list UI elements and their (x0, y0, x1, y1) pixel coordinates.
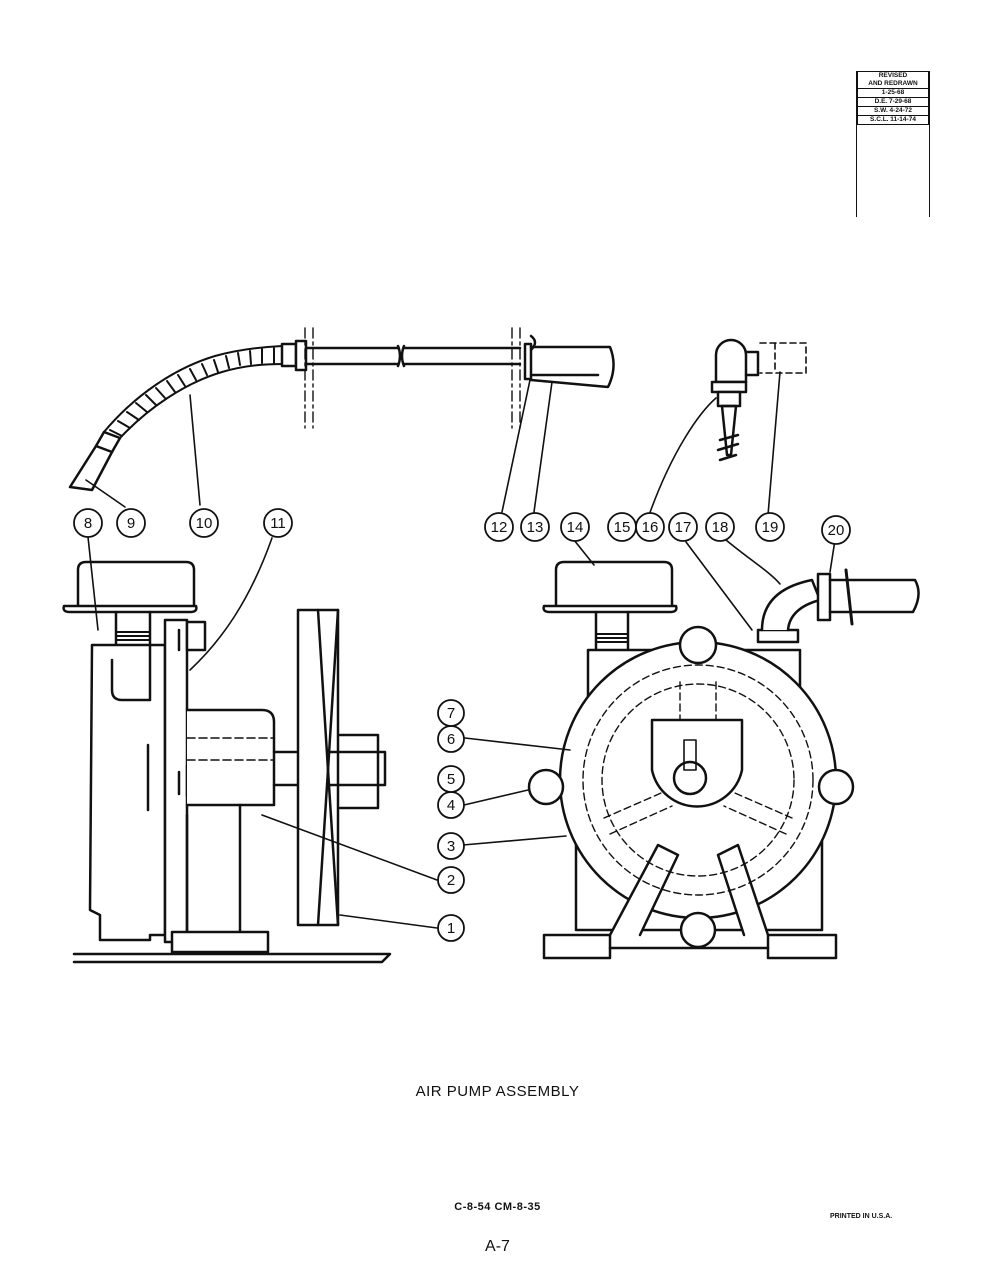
callout-3-label: 3 (447, 838, 455, 855)
callout-9: 9 (116, 508, 146, 538)
callout-19: 19 (755, 512, 785, 542)
printed-notice: PRINTED IN U.S.A. (830, 1213, 893, 1220)
callout-17: 17 (668, 512, 698, 542)
callout-10-label: 10 (196, 515, 213, 532)
callout-12: 12 (484, 512, 514, 542)
drawing-title: AIR PUMP ASSEMBLY (415, 1083, 580, 1100)
revision-header: REVISED AND REDRAWN (857, 71, 929, 89)
front-view-hub (650, 718, 744, 808)
break-lines (304, 327, 521, 429)
callout-12-label: 12 (491, 519, 508, 536)
callout-2-label: 2 (447, 872, 455, 889)
callout-13: 13 (520, 512, 550, 542)
callout-14-label: 14 (567, 519, 584, 536)
callout-1-label: 1 (447, 920, 455, 937)
hose-fitting (280, 339, 402, 372)
front-view-rotor-dashed (582, 664, 814, 896)
callout-8: 8 (73, 508, 103, 538)
callout-20-label: 20 (828, 522, 845, 539)
callout-4: 4 (437, 791, 465, 819)
page-number: A-7 (485, 1238, 510, 1255)
side-view-base (72, 930, 392, 964)
callout-16-label: 16 (642, 519, 659, 536)
callout-8-label: 8 (84, 515, 92, 532)
callout-5-label: 5 (447, 771, 455, 788)
callout-19-label: 19 (762, 519, 779, 536)
air-hose (529, 345, 615, 389)
callout-18-label: 18 (712, 519, 729, 536)
callout-15-label: 15 (614, 519, 631, 536)
revision-entry: S.C.L. 11-14-74 (857, 115, 929, 125)
front-view-outlet-elbow (756, 568, 920, 644)
callout-2: 2 (437, 866, 465, 894)
callout-15: 15 (607, 512, 637, 542)
tube-section (400, 344, 522, 368)
hose-clamp (523, 334, 537, 381)
front-view-base (542, 843, 838, 960)
flexible-hose (103, 345, 285, 439)
callout-3: 3 (437, 832, 465, 860)
side-view-bearing-housing (185, 708, 276, 937)
revision-entry: S.W. 4-24-72 (857, 106, 929, 116)
hose-nozzle (68, 430, 122, 492)
side-view-breather-cap (62, 560, 198, 648)
callout-20: 20 (821, 515, 851, 545)
elbow-fitting (710, 338, 760, 462)
callout-11-label: 11 (270, 515, 286, 532)
side-view-pulley (296, 608, 340, 927)
callout-6: 6 (437, 725, 465, 753)
callout-14: 14 (560, 512, 590, 542)
revision-table: REVISED AND REDRAWN 1-25-68 D.E. 7-29-68… (857, 71, 929, 125)
revision-block: REVISED AND REDRAWN 1-25-68 D.E. 7-29-68… (856, 71, 930, 217)
callout-balloons: 1 2 3 4 5 6 7 8 9 10 11 12 13 14 15 16 1… (73, 508, 851, 942)
callout-10: 10 (189, 508, 219, 538)
revision-header-line1: REVISED (878, 72, 908, 79)
callout-7: 7 (437, 699, 465, 727)
callout-17-label: 17 (675, 519, 692, 536)
callout-13-label: 13 (527, 519, 544, 536)
front-view-breather-cap (542, 560, 678, 652)
elbow-dashed-outlet (759, 342, 807, 374)
callout-11: 11 (263, 508, 293, 538)
revision-entry: 1-25-68 (857, 88, 929, 98)
callout-18: 18 (705, 512, 735, 542)
callout-7-label: 7 (447, 705, 455, 722)
callout-1: 1 (437, 914, 465, 942)
callout-6-label: 6 (447, 731, 455, 748)
side-view-housing (88, 643, 167, 942)
leader-lines (85, 371, 836, 929)
callout-5: 5 (437, 765, 465, 793)
revision-entry: D.E. 7-29-68 (857, 97, 929, 107)
callout-16: 16 (635, 512, 665, 542)
model-codes: C-8-54 CM-8-35 (454, 1201, 541, 1213)
revision-header-line2: AND REDRAWN (868, 80, 918, 87)
callout-4-label: 4 (447, 797, 455, 814)
callout-9-label: 9 (127, 515, 135, 532)
